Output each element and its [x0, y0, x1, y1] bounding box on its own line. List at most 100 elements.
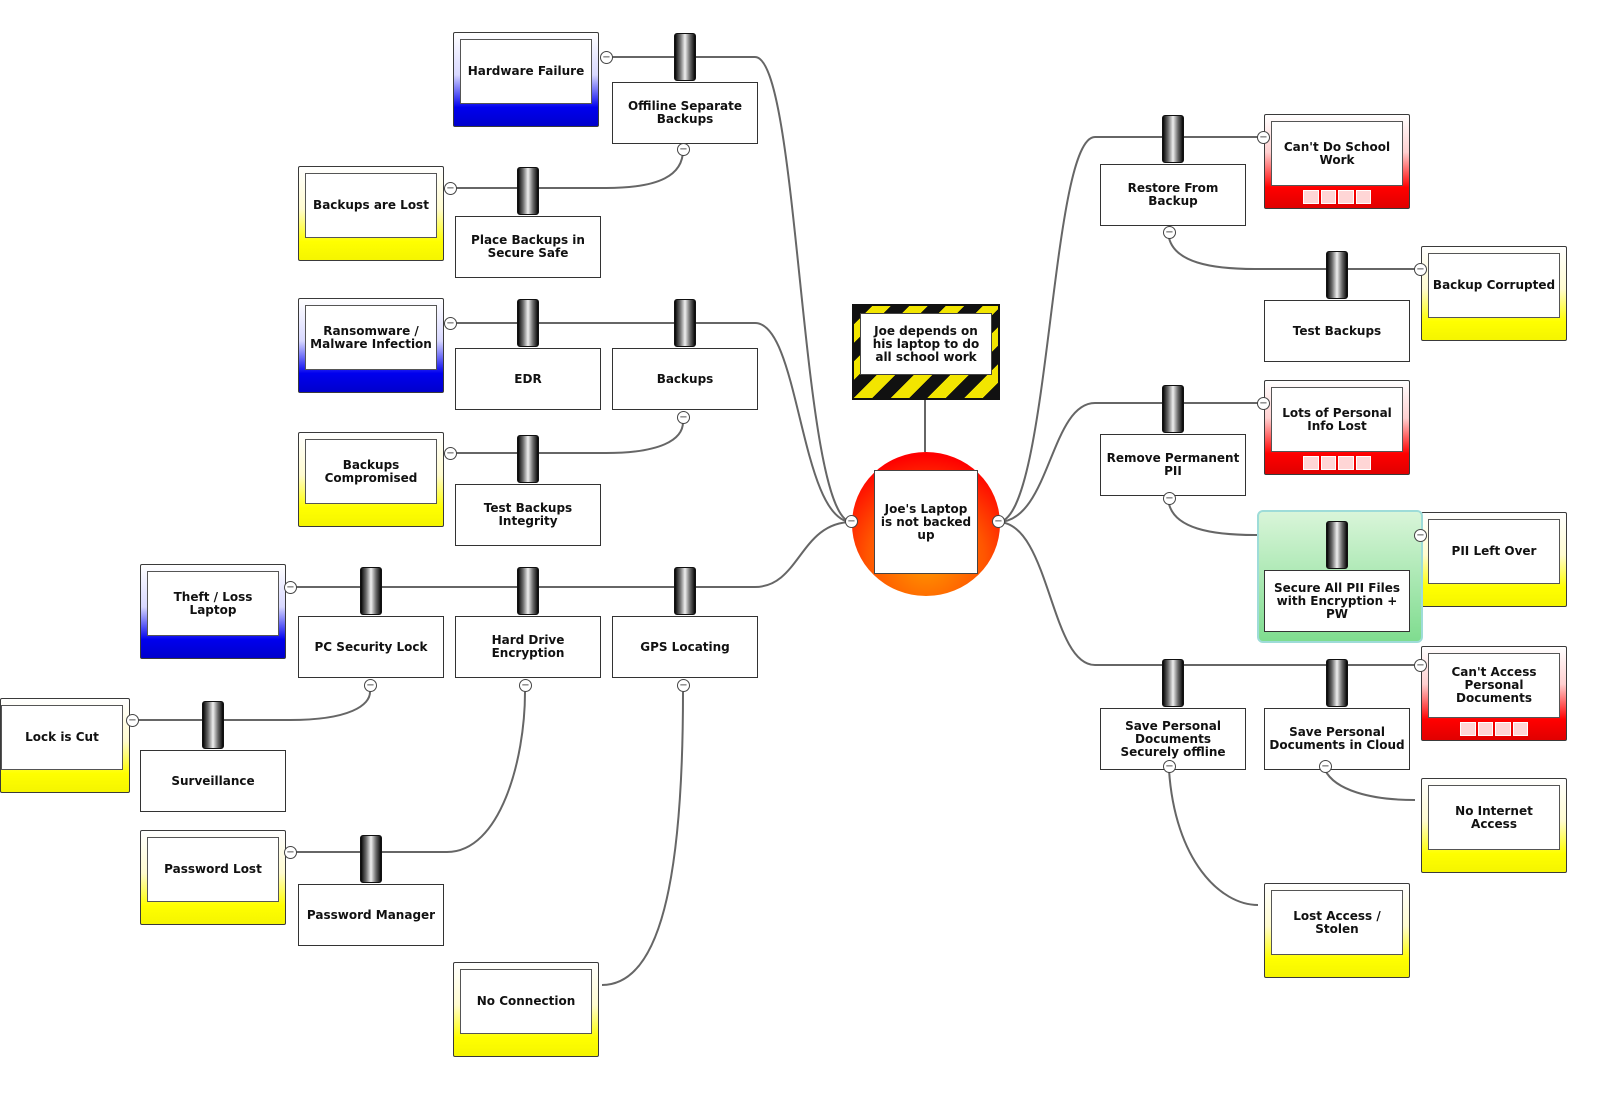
escalation-label: Backups Compromised — [324, 457, 418, 485]
barrier-post-icon — [1162, 385, 1184, 433]
escalation-label: Backups are Lost — [313, 198, 429, 212]
barrier-node[interactable]: Hard Drive Encryption — [455, 616, 601, 678]
barrier-node[interactable]: Test Backups Integrity — [455, 484, 601, 546]
barrier-post-icon — [1162, 115, 1184, 163]
barrier-label: Secure All PII Files with Encryption + P… — [1274, 580, 1400, 621]
barrier-label: GPS Locating — [640, 639, 730, 654]
escalation-node[interactable]: Password Lost — [140, 830, 286, 925]
collapse-icon[interactable]: − — [600, 51, 613, 64]
escalation-label: No Internet Access — [1455, 803, 1533, 831]
collapse-icon[interactable]: − — [1163, 226, 1176, 239]
barrier-post-icon — [517, 167, 539, 215]
collapse-icon[interactable]: − — [1319, 760, 1332, 773]
hazard-label: Joe depends on his laptop to do all scho… — [872, 323, 980, 364]
barrier-post-icon — [517, 567, 539, 615]
collapse-icon[interactable]: − — [444, 317, 457, 330]
barrier-post-icon — [1326, 521, 1348, 569]
barrier-label: Place Backups in Secure Safe — [471, 233, 585, 260]
barrier-node[interactable]: Save Personal Documents in Cloud — [1264, 708, 1410, 770]
barrier-node[interactable]: Save Personal Documents Securely offline — [1100, 708, 1246, 770]
barrier-post-icon — [1326, 251, 1348, 299]
barrier-node[interactable]: Place Backups in Secure Safe — [455, 216, 601, 278]
collapse-icon[interactable]: − — [677, 143, 690, 156]
hazard-sign[interactable]: Joe depends on his laptop to do all scho… — [852, 304, 1000, 400]
threat-label: Theft / Loss Laptop — [173, 589, 253, 617]
consequence-label: Lots of Personal Info Lost — [1282, 405, 1392, 433]
barrier-label: EDR — [514, 371, 542, 386]
collapse-icon[interactable]: − — [364, 679, 377, 692]
barrier-node[interactable]: Restore From Backup — [1100, 164, 1246, 226]
escalation-node[interactable]: Backup Corrupted — [1421, 246, 1567, 341]
threat-node[interactable]: Hardware Failure — [453, 32, 599, 127]
collapse-icon[interactable]: − — [1257, 131, 1270, 144]
escalation-label: No Connection — [476, 994, 576, 1008]
barrier-post-icon — [674, 299, 696, 347]
collapse-icon[interactable]: − — [284, 846, 297, 859]
escalation-label: Lock is Cut — [25, 730, 99, 744]
risk-matrix-icon — [1303, 456, 1371, 470]
threat-label: Ransomware / Malware Infection — [310, 323, 432, 351]
escalation-node[interactable]: No Connection — [453, 962, 599, 1057]
barrier-label: Test Backups Integrity — [483, 501, 573, 528]
collapse-icon[interactable]: − — [284, 581, 297, 594]
barrier-label: Test Backups — [1292, 323, 1382, 338]
escalation-node[interactable]: No Internet Access — [1421, 778, 1567, 873]
collapse-icon[interactable]: − — [677, 411, 690, 424]
collapse-icon[interactable]: − — [444, 447, 457, 460]
collapse-icon[interactable]: − — [1163, 760, 1176, 773]
escalation-node[interactable]: Backups Compromised — [298, 432, 444, 527]
collapse-icon[interactable]: − — [1257, 397, 1270, 410]
collapse-icon[interactable]: − — [1163, 492, 1176, 505]
top-event[interactable]: Joe's Laptop is not backed up — [852, 452, 1000, 596]
risk-matrix-icon — [1303, 190, 1371, 204]
barrier-label: Restore From Backup — [1127, 181, 1219, 208]
collapse-icon[interactable]: − — [1414, 529, 1427, 542]
barrier-label: PC Security Lock — [314, 639, 428, 654]
barrier-node[interactable]: Offiline Separate Backups — [612, 82, 758, 144]
barrier-label: Hard Drive Encryption — [491, 633, 565, 660]
escalation-label: Lost Access / Stolen — [1293, 908, 1381, 936]
barrier-post-icon — [360, 567, 382, 615]
barrier-post-icon — [1162, 659, 1184, 707]
collapse-icon[interactable]: − — [444, 182, 457, 195]
consequence-node[interactable]: Lots of Personal Info Lost — [1264, 380, 1410, 475]
barrier-node[interactable]: Secure All PII Files with Encryption + P… — [1264, 570, 1410, 632]
barrier-post-icon — [1326, 659, 1348, 707]
risk-matrix-icon — [1460, 722, 1528, 736]
escalation-label: PII Left Over — [1451, 544, 1537, 558]
barrier-post-icon — [674, 33, 696, 81]
collapse-icon[interactable]: − — [677, 679, 690, 692]
threat-label: Hardware Failure — [467, 64, 585, 78]
barrier-node[interactable]: EDR — [455, 348, 601, 410]
barrier-node[interactable]: Password Manager — [298, 884, 444, 946]
barrier-label: Save Personal Documents in Cloud — [1269, 725, 1405, 752]
threat-node[interactable]: Ransomware / Malware Infection — [298, 298, 444, 393]
collapse-icon[interactable]: − — [1414, 659, 1427, 672]
escalation-node[interactable]: Lock is Cut — [0, 698, 130, 793]
top-event-label: Joe's Laptop is not backed up — [880, 501, 972, 542]
barrier-node[interactable]: Test Backups — [1264, 300, 1410, 362]
escalation-label: Password Lost — [164, 862, 262, 876]
barrier-node[interactable]: Surveillance — [140, 750, 286, 812]
barrier-post-icon — [674, 567, 696, 615]
collapse-icon[interactable]: − — [126, 714, 139, 727]
consequence-label: Can't Access Personal Documents — [1451, 665, 1537, 705]
threat-node[interactable]: Theft / Loss Laptop — [140, 564, 286, 659]
escalation-node[interactable]: Lost Access / Stolen — [1264, 883, 1410, 978]
escalation-node[interactable]: PII Left Over — [1421, 512, 1567, 607]
escalation-node[interactable]: Backups are Lost — [298, 166, 444, 261]
consequence-node[interactable]: Can't Do School Work — [1264, 114, 1410, 209]
collapse-icon[interactable]: − — [519, 679, 532, 692]
barrier-post-icon — [517, 299, 539, 347]
barrier-node[interactable]: Remove Permanent PII — [1100, 434, 1246, 496]
collapse-icon[interactable]: − — [992, 515, 1005, 528]
collapse-icon[interactable]: − — [845, 515, 858, 528]
barrier-node[interactable]: GPS Locating — [612, 616, 758, 678]
barrier-post-icon — [360, 835, 382, 883]
barrier-node[interactable]: PC Security Lock — [298, 616, 444, 678]
collapse-icon[interactable]: − — [1414, 263, 1427, 276]
barrier-label: Password Manager — [306, 907, 436, 922]
barrier-node[interactable]: Backups — [612, 348, 758, 410]
consequence-node[interactable]: Can't Access Personal Documents — [1421, 646, 1567, 741]
barrier-label: Offiline Separate Backups — [627, 99, 743, 126]
